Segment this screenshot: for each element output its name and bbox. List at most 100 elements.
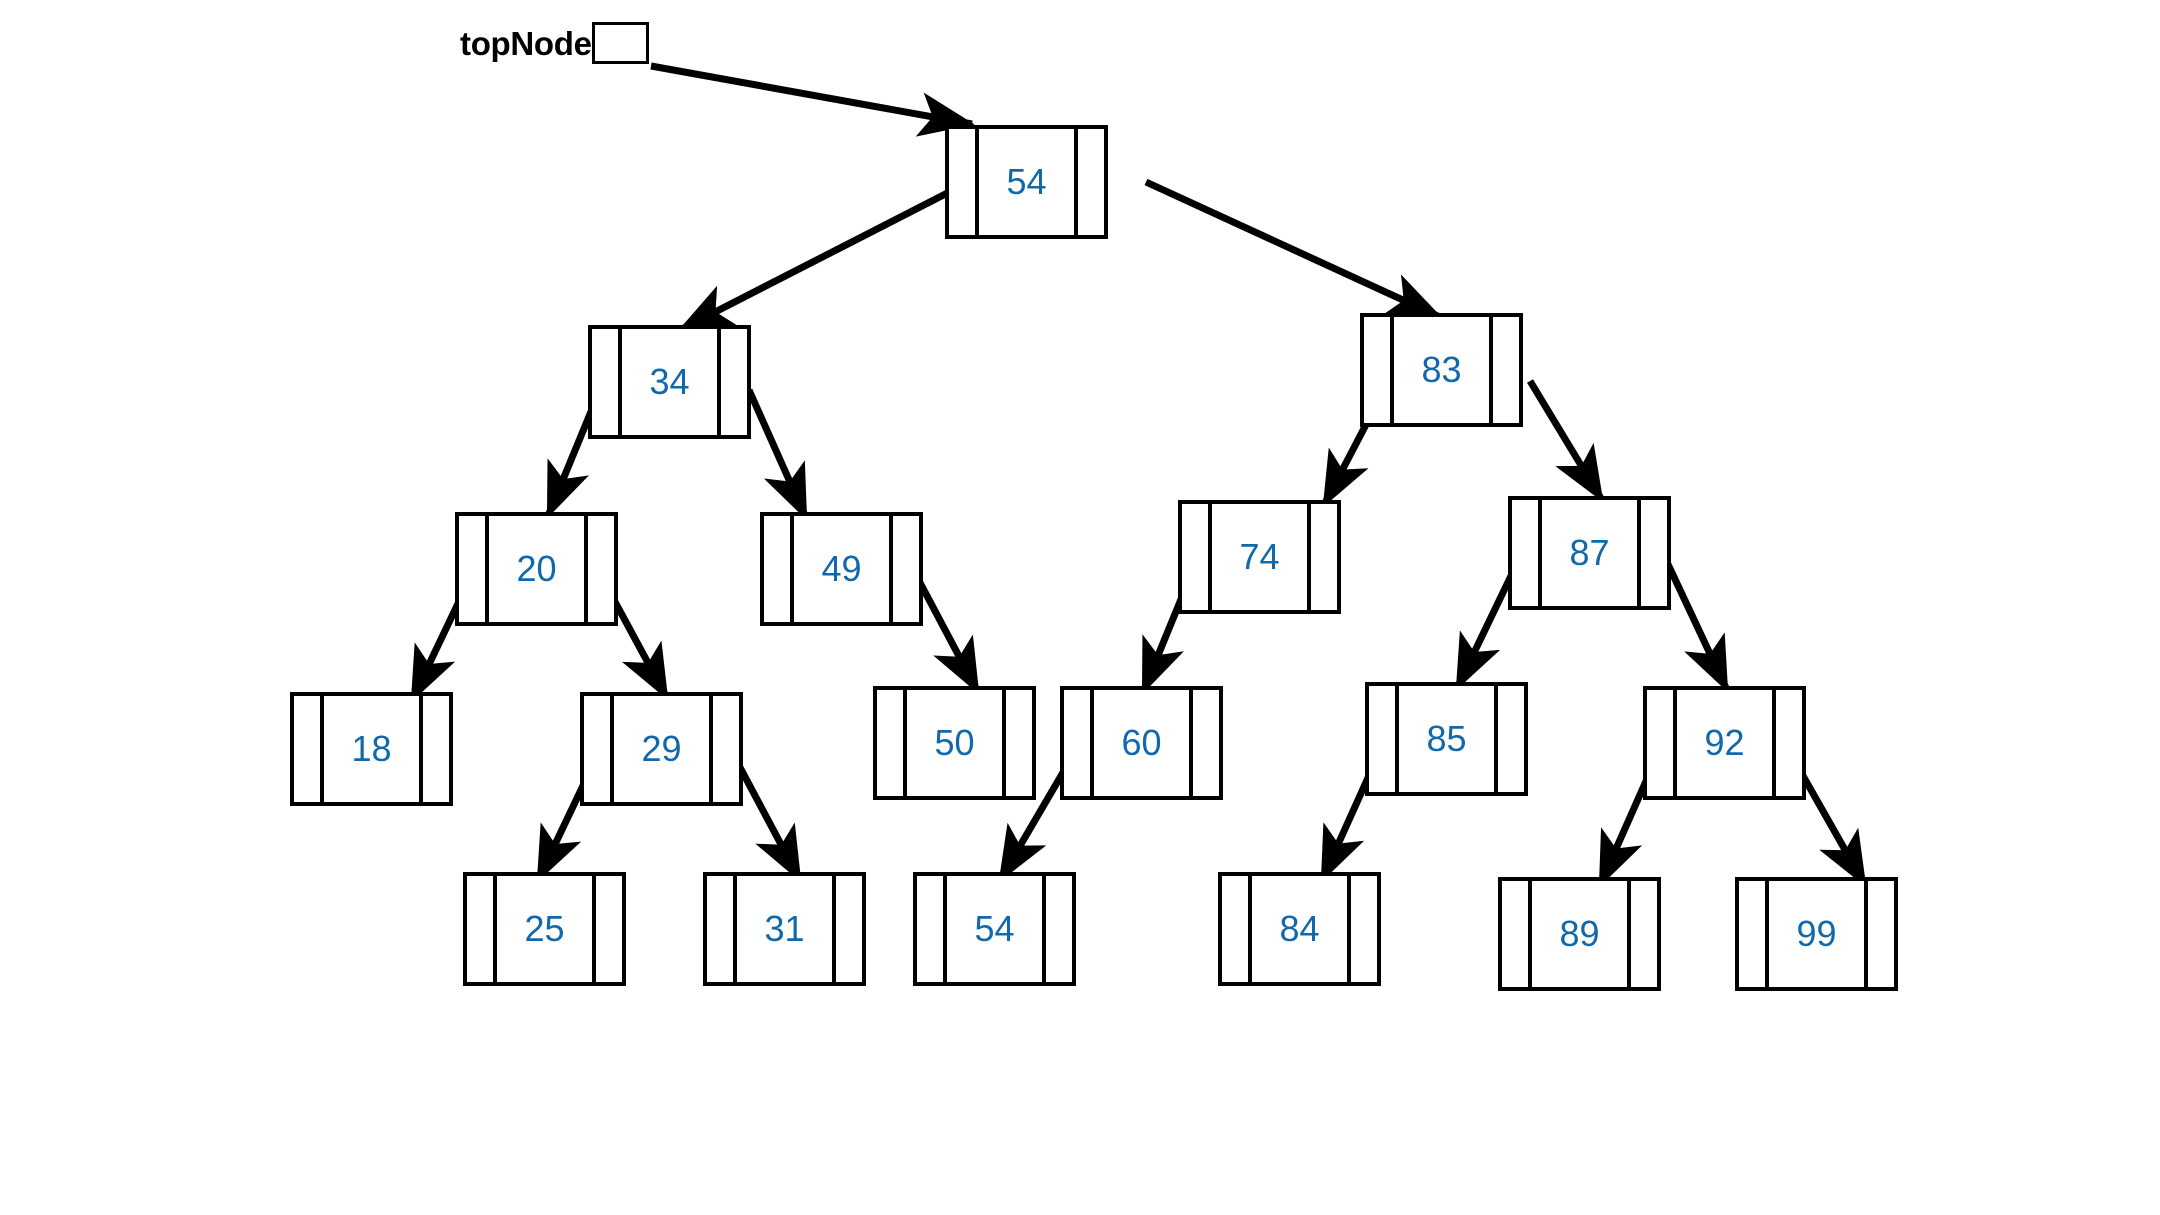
node-value-text: 20	[516, 548, 557, 589]
tree-node: 99	[1735, 877, 1898, 991]
tree-node: 74	[1178, 500, 1341, 614]
node-value-cell: 29	[614, 696, 709, 802]
node-right-pointer-cell	[832, 876, 862, 982]
node-left-pointer-cell	[1064, 690, 1094, 796]
node-value-text: 18	[351, 728, 392, 769]
node-value-text: 25	[524, 908, 565, 949]
tree-node: 50	[873, 686, 1036, 800]
node-left-pointer-cell	[764, 516, 794, 622]
tree-node: 31	[703, 872, 866, 986]
node-right-pointer-cell	[889, 516, 919, 622]
tree-node: 18	[290, 692, 453, 806]
node-right-pointer-cell	[1864, 881, 1894, 987]
node-value-text: 99	[1796, 913, 1837, 954]
node-value-cell: 34	[622, 329, 717, 435]
tree-node: 54	[945, 125, 1108, 239]
node-left-pointer-cell	[294, 696, 324, 802]
node-value-cell: 50	[907, 690, 1002, 796]
node-value-text: 85	[1426, 718, 1467, 759]
tree-node: 85	[1365, 682, 1528, 796]
node-value-text: 60	[1121, 722, 1162, 763]
node-value-cell: 89	[1532, 881, 1627, 987]
node-left-pointer-cell	[917, 876, 947, 982]
tree-node: 25	[463, 872, 626, 986]
node-right-pointer-cell	[592, 876, 622, 982]
tree-edge-arrow	[650, 62, 975, 137]
tree-edge-arrow	[1662, 558, 1731, 693]
tree-node: 60	[1060, 686, 1223, 800]
node-value-text: 89	[1559, 913, 1600, 954]
tree-node: 84	[1218, 872, 1381, 986]
node-right-pointer-cell	[1074, 129, 1104, 235]
node-right-pointer-cell	[1307, 504, 1337, 610]
topnode-pointer: topNode	[460, 22, 649, 64]
node-value-cell: 18	[324, 696, 419, 802]
node-right-pointer-cell	[419, 696, 449, 802]
node-right-pointer-cell	[717, 329, 747, 435]
node-right-pointer-cell	[1494, 686, 1524, 792]
node-value-text: 92	[1704, 722, 1745, 763]
tree-node: 92	[1643, 686, 1806, 800]
node-left-pointer-cell	[592, 329, 622, 435]
node-left-pointer-cell	[877, 690, 907, 796]
node-value-cell: 84	[1252, 876, 1347, 982]
node-value-cell: 31	[737, 876, 832, 982]
tree-edge-arrow	[1144, 178, 1443, 321]
tree-node: 34	[588, 325, 751, 439]
tree-edge-arrow	[745, 388, 810, 521]
node-left-pointer-cell	[584, 696, 614, 802]
node-left-pointer-cell	[1739, 881, 1769, 987]
node-left-pointer-cell	[1512, 500, 1542, 606]
tree-node: 87	[1508, 496, 1671, 610]
topnode-pointer-box	[591, 22, 649, 64]
node-value-cell: 54	[979, 129, 1074, 235]
node-left-pointer-cell	[1647, 690, 1677, 796]
tree-node: 54	[913, 872, 1076, 986]
node-value-cell: 85	[1399, 686, 1494, 792]
node-value-text: 50	[934, 722, 975, 763]
node-right-pointer-cell	[1002, 690, 1032, 796]
node-left-pointer-cell	[707, 876, 737, 982]
node-value-text: 29	[641, 728, 682, 769]
tree-node: 20	[455, 512, 618, 626]
node-value-cell: 54	[947, 876, 1042, 982]
node-value-cell: 74	[1212, 504, 1307, 610]
node-value-text: 31	[764, 908, 805, 949]
node-value-cell: 83	[1394, 317, 1489, 423]
tree-edge-arrow	[1527, 379, 1605, 503]
tree-edge-arrow	[677, 181, 965, 334]
node-right-pointer-cell	[1042, 876, 1072, 982]
node-value-text: 54	[974, 908, 1015, 949]
node-left-pointer-cell	[1364, 317, 1394, 423]
node-right-pointer-cell	[709, 696, 739, 802]
tree-edge-arrow	[731, 756, 804, 883]
node-value-text: 74	[1239, 536, 1280, 577]
topnode-label: topNode	[460, 24, 592, 62]
tree-node: 89	[1498, 877, 1661, 991]
node-value-cell: 20	[489, 516, 584, 622]
node-right-pointer-cell	[584, 516, 614, 622]
node-left-pointer-cell	[467, 876, 497, 982]
node-right-pointer-cell	[1189, 690, 1219, 796]
node-right-pointer-cell	[1489, 317, 1519, 423]
node-left-pointer-cell	[1222, 876, 1252, 982]
node-value-cell: 60	[1094, 690, 1189, 796]
node-left-pointer-cell	[949, 129, 979, 235]
node-value-cell: 99	[1769, 881, 1864, 987]
node-right-pointer-cell	[1347, 876, 1377, 982]
node-value-text: 87	[1569, 532, 1610, 573]
node-left-pointer-cell	[459, 516, 489, 622]
node-left-pointer-cell	[1502, 881, 1532, 987]
node-right-pointer-cell	[1627, 881, 1657, 987]
node-value-cell: 25	[497, 876, 592, 982]
tree-node: 83	[1360, 313, 1523, 427]
node-value-text: 83	[1421, 349, 1462, 390]
node-value-cell: 49	[794, 516, 889, 622]
node-left-pointer-cell	[1369, 686, 1399, 792]
node-right-pointer-cell	[1772, 690, 1802, 796]
node-right-pointer-cell	[1637, 500, 1667, 606]
node-value-cell: 92	[1677, 690, 1772, 796]
tree-node: 29	[580, 692, 743, 806]
tree-node: 49	[760, 512, 923, 626]
node-value-text: 34	[649, 361, 690, 402]
